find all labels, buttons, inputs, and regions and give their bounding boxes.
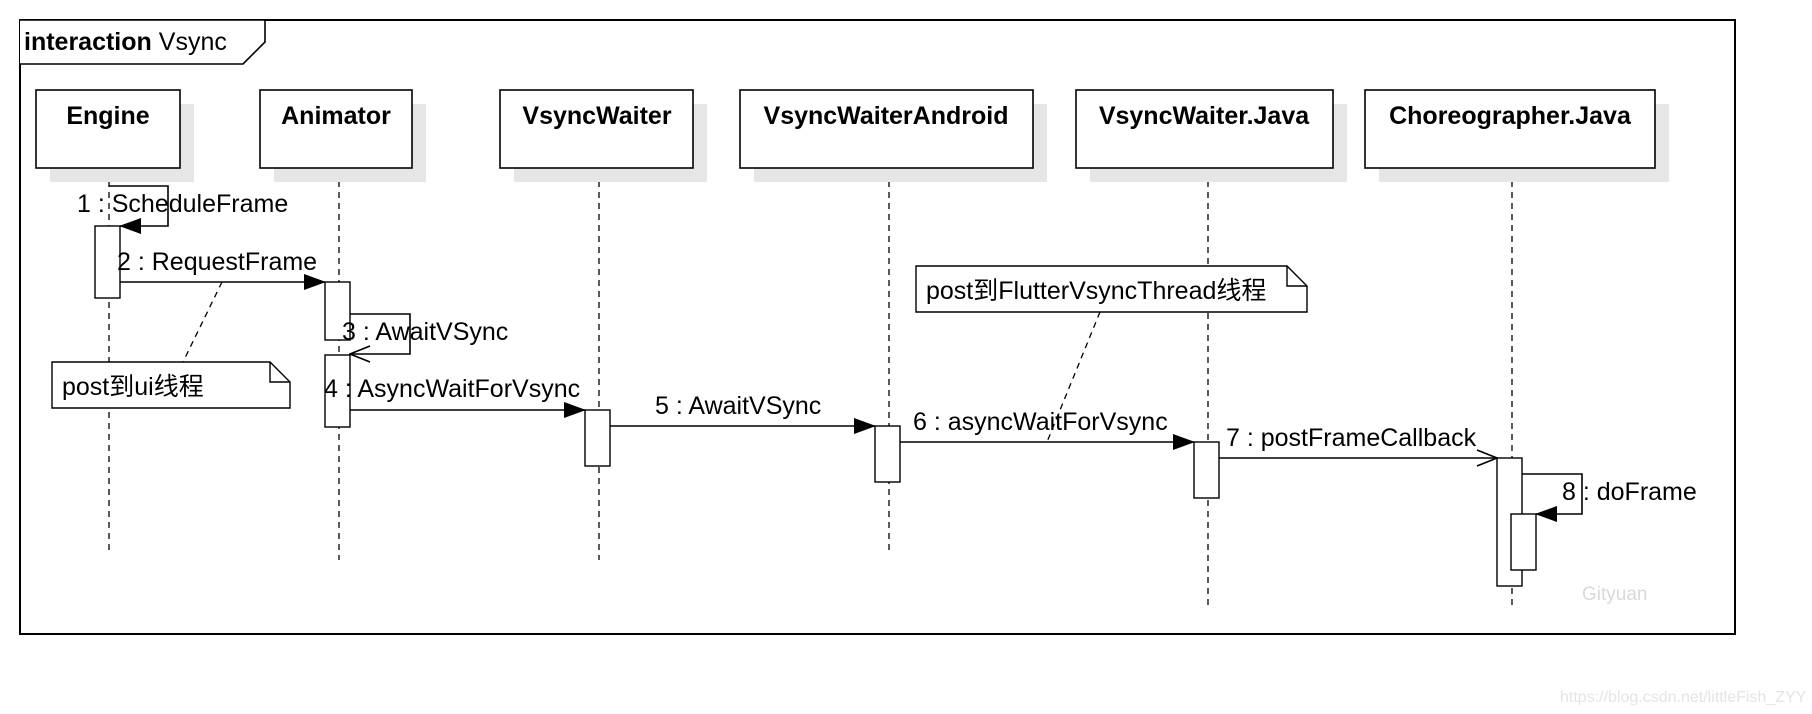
note-link-ui-thread — [182, 281, 223, 363]
lifeline-label-vsyncwaiterandroid: VsyncWaiterAndroid — [764, 102, 1009, 130]
activation-vsyncwaiterjava — [1193, 441, 1220, 499]
lifeline-label-choreographerjava: Choreographer.Java — [1389, 102, 1632, 130]
lifeline-box-vsyncwaiterjava — [1075, 89, 1334, 169]
message-label-5: 5 : AwaitVSync — [655, 392, 821, 420]
lifeline-label-vsyncwaiter: VsyncWaiter — [522, 102, 671, 130]
message-label-3: 3 : AwaitVSync — [342, 318, 508, 346]
lifeline-box-vsyncwaiterandroid — [739, 89, 1034, 169]
message-arrow-8 — [1522, 473, 1583, 522]
lifeline-box-choreographerjava — [1364, 89, 1656, 169]
activation-animator-2 — [324, 354, 351, 428]
message-label-1: 1 : ScheduleFrame — [77, 190, 288, 218]
note-text-vsync-thread: post到FlutterVsyncThread线程 — [926, 277, 1266, 305]
message-label-2: 2 : RequestFrame — [117, 248, 317, 276]
lifeline-label-engine: Engine — [66, 102, 149, 130]
lifeline-label-animator: Animator — [281, 102, 391, 130]
message-arrow-1 — [109, 185, 169, 234]
activation-choreographer-inner — [1510, 513, 1537, 571]
lifeline-box-vsyncwaiter — [499, 89, 694, 169]
message-label-6: 6 : asyncWaitForVsync — [913, 408, 1168, 436]
message-label-4: 4 : AsyncWaitForVsync — [324, 375, 580, 403]
note-text-ui-thread: post到ui线程 — [62, 373, 204, 401]
watermark-author: Gityuan — [1582, 584, 1647, 605]
lifeline-label-vsyncwaiterjava: VsyncWaiter.Java — [1099, 102, 1310, 130]
message-arrow-3 — [350, 313, 411, 354]
note-ui-thread — [51, 361, 291, 409]
note-vsync-thread — [915, 265, 1308, 313]
activation-vsyncwaiterandroid — [874, 425, 901, 483]
watermark-source: https://blog.csdn.net/littleFish_ZYY — [1560, 689, 1807, 706]
lifeline-box-engine — [35, 89, 181, 169]
activation-animator-1 — [324, 281, 351, 341]
lifeline-box-animator — [259, 89, 413, 169]
interaction-frame — [19, 19, 1736, 635]
note-link-vsync-thread — [1046, 311, 1101, 443]
activation-vsyncwaiter — [584, 409, 611, 467]
activation-engine — [94, 225, 121, 299]
message-label-7: 7 : postFrameCallback — [1226, 424, 1477, 452]
frame-tab — [20, 19, 266, 65]
message-label-8: 8 : doFrame — [1562, 478, 1697, 506]
